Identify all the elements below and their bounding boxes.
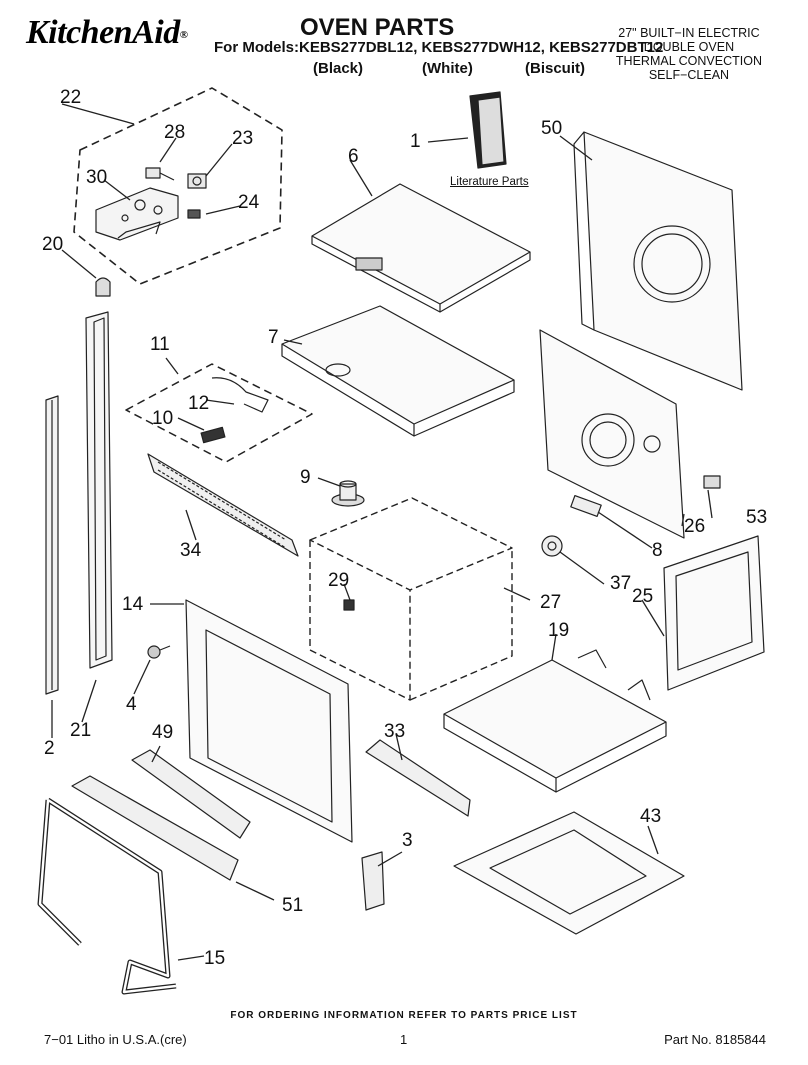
part-label-6: 6 — [348, 146, 359, 167]
color-white: (White) — [422, 60, 473, 77]
part-4-screw — [147, 645, 171, 659]
part-label-23: 23 — [232, 128, 254, 149]
part-label-20: 20 — [42, 234, 64, 255]
part-28-switch — [145, 167, 175, 181]
part-label-34: 34 — [180, 540, 202, 561]
part-53-bracket — [703, 475, 721, 489]
spec-line: 27" BUILT−IN ELECTRIC — [618, 26, 760, 40]
part-2-trim-strip — [45, 395, 59, 695]
part-label-29: 29 — [328, 570, 350, 591]
part-label-10: 10 — [152, 408, 174, 429]
part-label-28: 28 — [164, 122, 186, 143]
part-label-37: 37 — [610, 573, 632, 594]
part-label-8: 8 — [652, 540, 663, 561]
leader-lines — [51, 103, 713, 961]
part-49-trim — [131, 749, 251, 839]
literature-parts-label: Literature Parts — [450, 176, 529, 188]
part-label-1: 1 — [410, 131, 421, 152]
part-label-53: 53 — [746, 507, 768, 528]
part-label-43: 43 — [640, 806, 662, 827]
spec-line: THERMAL CONVECTION — [615, 54, 762, 68]
part-label-9: 9 — [300, 467, 311, 488]
part-10-lamp — [200, 426, 226, 444]
color-black: (Black) — [313, 60, 364, 77]
part-label-27: 27 — [540, 592, 562, 613]
part-label-33: 33 — [384, 721, 406, 742]
part-label-15: 15 — [204, 948, 226, 969]
part-label-24: 24 — [238, 192, 260, 213]
part-label-4: 4 — [126, 694, 137, 715]
part-label-14: 14 — [122, 594, 144, 615]
part-label-21: 21 — [70, 720, 92, 741]
part-24-connector — [187, 209, 201, 219]
part-label-12: 12 — [188, 393, 210, 414]
part-51-vent-trim — [71, 775, 239, 881]
spec-line: SELF−CLEAN — [648, 68, 730, 82]
litho-note: 7−01 Litho in U.S.A.(cre) — [44, 1032, 187, 1047]
part-3-bracket — [361, 851, 385, 911]
spec-line: DOUBLE OVEN — [643, 40, 735, 54]
part-number: Part No. 8185844 — [664, 1032, 766, 1047]
part-label-51: 51 — [282, 895, 304, 916]
part-11-group-box — [125, 363, 313, 463]
part-27-oven-cavity — [309, 497, 513, 701]
part-label-26: 26 — [684, 516, 706, 537]
color-biscuit: (Biscuit) — [525, 60, 585, 77]
part-43-bottom-frame — [453, 811, 685, 935]
page-title: OVEN PARTS — [300, 14, 455, 41]
part-23-sensor — [187, 173, 207, 189]
part-20-cap — [95, 277, 111, 297]
oven-spec: 27" BUILT−IN ELECTRIC DOUBLE OVEN THERMA… — [616, 26, 762, 82]
part-label-11: 11 — [150, 334, 170, 355]
part-label-3: 3 — [402, 830, 413, 851]
ordering-note: FOR ORDERING INFORMATION REFER TO PARTS … — [230, 1010, 578, 1021]
part-label-7: 7 — [268, 327, 279, 348]
part-label-50: 50 — [541, 118, 563, 139]
part-25-side-frame — [663, 535, 765, 691]
models-line: For Models:KEBS277DBL12, KEBS277DWH12, K… — [214, 39, 664, 56]
part-34-vent-grille — [147, 453, 299, 557]
part-19-tray — [443, 649, 667, 793]
part-29-switch — [343, 599, 355, 611]
part-label-19: 19 — [548, 620, 570, 641]
part-label-22: 22 — [60, 87, 82, 108]
part-1-literature-book — [469, 91, 507, 169]
part-label-49: 49 — [152, 722, 174, 743]
part-label-30: 30 — [86, 167, 108, 188]
part-8-block — [570, 494, 602, 518]
part-33-trim-bar — [365, 739, 471, 817]
part-label-2: 2 — [44, 738, 55, 759]
kitchenaid-logo: KitchenAid® — [26, 14, 188, 51]
part-7-top-panel — [281, 305, 515, 437]
part-14-front-frame — [185, 599, 353, 843]
part-6-top-cover — [311, 183, 531, 313]
page-number: 1 — [400, 1032, 408, 1047]
part-22-group-box — [73, 87, 283, 285]
part-30-terminal-block — [95, 187, 179, 241]
part-label-25: 25 — [632, 586, 654, 607]
part-26-fan-panel — [539, 329, 685, 539]
part-37-thermal-fuse — [541, 535, 563, 557]
part-12-harness — [211, 377, 269, 413]
part-50-back-panel — [573, 131, 743, 391]
part-21-side-trim — [85, 311, 113, 669]
part-9-knob — [331, 480, 365, 507]
